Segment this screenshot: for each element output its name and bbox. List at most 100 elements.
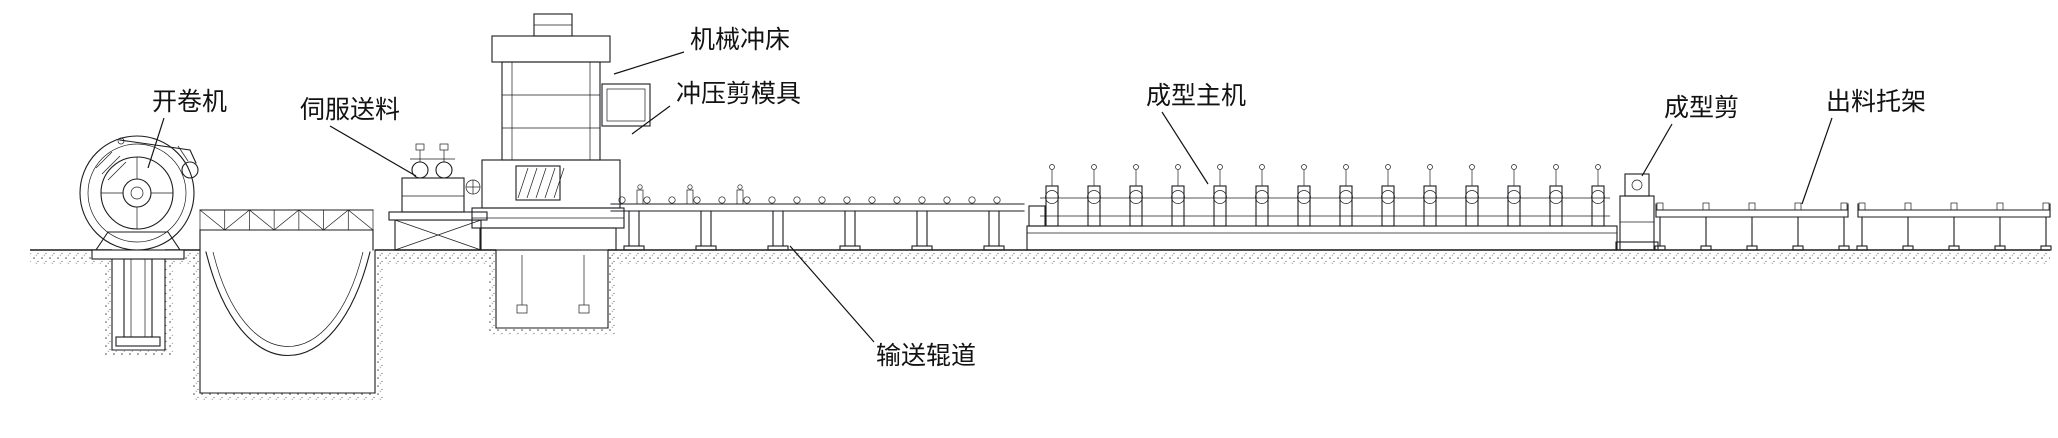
rack-foot xyxy=(1902,245,1914,251)
former-entry-guide xyxy=(1028,205,1046,227)
press-mid-block xyxy=(481,159,621,209)
conveyor-roller xyxy=(618,196,626,204)
label-mechanical-press: 机械冲床 xyxy=(690,26,790,54)
ground-hatch xyxy=(608,251,2050,264)
ram-hatch xyxy=(553,167,565,199)
strip-guide xyxy=(736,189,744,205)
conveyor-roller xyxy=(768,196,776,204)
ram-hatch xyxy=(517,167,529,199)
leader-conveyor-roller-table xyxy=(789,245,875,343)
forming-roll xyxy=(1213,190,1227,204)
rack-stop xyxy=(1794,202,1802,211)
conveyor-roller xyxy=(943,196,951,204)
conveyor-roller xyxy=(893,196,901,204)
rack-stop xyxy=(1858,202,1866,211)
former-spindle-nut xyxy=(1469,164,1475,170)
label-conveyor-roller-table: 输送辊道 xyxy=(876,342,976,370)
coil-shaft xyxy=(130,186,144,200)
ram-hatch xyxy=(535,167,547,199)
feed-roller xyxy=(435,161,453,179)
shear-cylinder xyxy=(1631,179,1643,191)
conveyor-foot xyxy=(911,245,933,251)
former-spindle-nut xyxy=(1049,164,1055,170)
forming-roll xyxy=(1381,190,1395,204)
press-base xyxy=(479,227,617,251)
conveyor-roller xyxy=(743,196,751,204)
conveyor-roller xyxy=(693,196,701,204)
press-ram xyxy=(515,165,561,201)
rack-stop xyxy=(1950,202,1958,211)
leader-decoiler xyxy=(147,117,165,169)
mechanical-press xyxy=(471,13,651,335)
forming-roll xyxy=(1129,190,1143,204)
former-spindle-nut xyxy=(1175,164,1181,170)
former-spindle-nut xyxy=(1217,164,1223,170)
servo-feeder xyxy=(388,143,488,251)
strip-loop xyxy=(205,251,371,357)
ground xyxy=(30,249,2050,264)
strip-guide xyxy=(686,189,694,205)
roll-forming-machine xyxy=(1026,197,1618,251)
conveyor-roller xyxy=(868,196,876,204)
forming-roll xyxy=(1171,190,1185,204)
shear-cap xyxy=(1624,173,1650,197)
former-base xyxy=(1026,225,1618,251)
generated-repeats xyxy=(199,164,2052,251)
label-servo-feeder: 伺服送料 xyxy=(300,96,400,124)
truss-diagonal xyxy=(273,209,300,231)
labels: 开卷机 伺服送料 机械冲床 冲压剪模具 成型主机 成型剪 出料托架 输送辊道 xyxy=(147,26,1926,370)
decoiler xyxy=(79,135,199,260)
rack-stop xyxy=(1748,202,1756,211)
former-spindle-nut xyxy=(1385,164,1391,170)
former-spindle-nut xyxy=(1259,164,1265,170)
former-spindle-nut xyxy=(1511,164,1517,170)
truss-diagonal xyxy=(199,209,225,231)
leader-punch-shear-die xyxy=(631,105,671,135)
decoiler-pit xyxy=(104,249,173,357)
rack-stop xyxy=(1702,202,1710,211)
ram-hatch xyxy=(526,167,538,199)
truss-diagonal xyxy=(298,209,324,231)
forming-roll xyxy=(1255,190,1269,204)
conveyor-roller xyxy=(643,196,651,204)
leader-forming-shear xyxy=(1641,123,1673,177)
coil xyxy=(87,143,187,243)
forming-roll xyxy=(1423,190,1437,204)
truss-diagonal xyxy=(249,209,275,231)
rack-foot xyxy=(1948,245,1960,251)
rack-stop xyxy=(2042,202,2050,211)
forming-shear xyxy=(1615,173,1659,251)
coil-outer xyxy=(79,135,195,251)
label-punch-shear-die: 冲压剪模具 xyxy=(676,80,801,108)
conveyor-roller xyxy=(918,196,926,204)
conveyor-roller xyxy=(968,196,976,204)
label-outfeed-rack: 出料托架 xyxy=(1826,88,1926,116)
label-forming-machine: 成型主机 xyxy=(1146,82,1246,110)
rack-foot xyxy=(1654,245,1666,251)
rack-stop xyxy=(1996,202,2004,211)
former-spindle-nut xyxy=(1133,164,1139,170)
loop-pit xyxy=(192,209,383,400)
former-spindle-nut xyxy=(1091,164,1097,170)
ram-hatch xyxy=(544,167,556,199)
former-spindle-nut xyxy=(1343,164,1349,170)
former-spindle-nut xyxy=(1301,164,1307,170)
conveyor-foot xyxy=(767,245,789,251)
rack-foot xyxy=(1700,245,1712,251)
strip-guide-roller xyxy=(637,184,643,190)
conveyor-foot xyxy=(839,245,861,251)
strip-guide-roller xyxy=(737,184,743,190)
forming-roll xyxy=(1087,190,1101,204)
former-spindle-nut xyxy=(1595,164,1601,170)
forming-roll xyxy=(1339,190,1353,204)
conveyor-roller xyxy=(793,196,801,204)
rack-foot xyxy=(2040,245,2052,251)
strip-guide-roller xyxy=(687,184,693,190)
conveyor-foot xyxy=(983,245,1005,251)
press-column xyxy=(501,61,601,161)
rack-stop xyxy=(1904,202,1912,211)
truss-diagonal xyxy=(323,209,349,231)
forming-roll xyxy=(1591,190,1605,204)
conveyor-roller xyxy=(718,196,726,204)
holddown-roller xyxy=(181,161,199,179)
